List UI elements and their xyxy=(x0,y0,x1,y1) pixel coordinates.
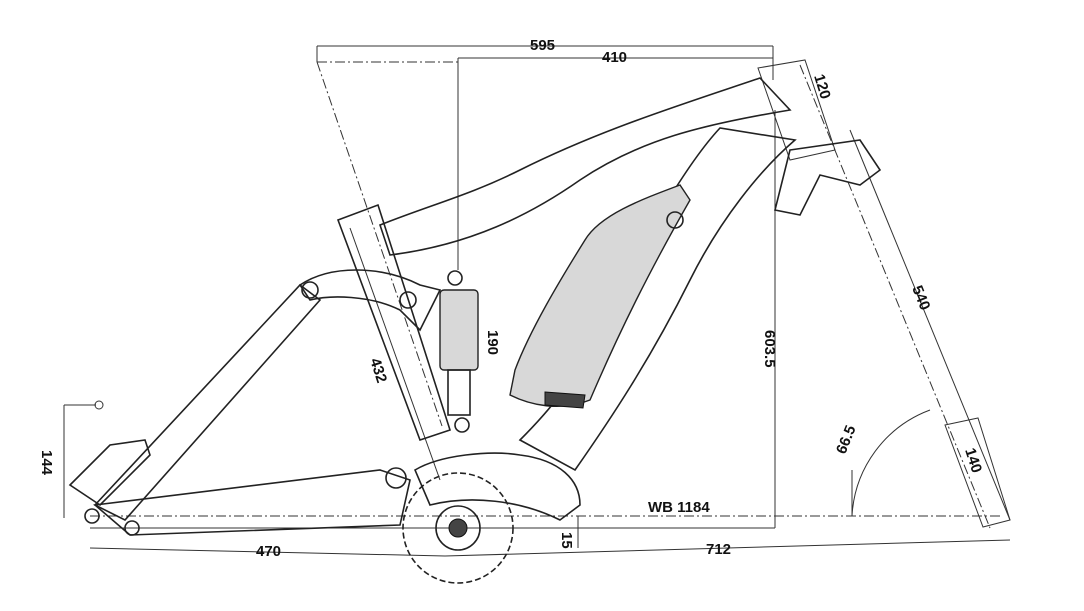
chain-stay xyxy=(93,469,411,536)
label-432: 432 xyxy=(366,356,390,385)
head-tube-box xyxy=(757,59,836,161)
rocker-shock-pivot xyxy=(399,291,417,309)
seat-tube-centerline xyxy=(316,61,443,427)
rear-axle-lower xyxy=(124,520,140,536)
shock-shaft xyxy=(447,369,471,416)
brake-mount xyxy=(68,439,151,507)
chainring xyxy=(402,472,514,584)
label-144: 144 xyxy=(38,450,55,476)
battery-cover xyxy=(509,184,691,408)
crank-spindle xyxy=(435,505,481,551)
upper-battery-pivot xyxy=(666,211,684,229)
label-712: 712 xyxy=(706,541,731,558)
rocker-pivot xyxy=(301,281,319,299)
battery-lock xyxy=(544,391,586,409)
label-540: 540 xyxy=(908,283,933,313)
label-603-5: 603.5 xyxy=(761,330,778,368)
main-pivot xyxy=(385,467,407,489)
fork-offset-box xyxy=(944,417,1011,528)
label-120: 120 xyxy=(810,72,834,101)
label-410: 410 xyxy=(602,49,627,66)
label-wheelbase: WB 1184 xyxy=(648,499,710,516)
label-140: 140 xyxy=(961,446,985,475)
top-tube xyxy=(379,77,792,256)
label-470: 470 xyxy=(256,543,281,560)
steering-axis xyxy=(799,64,991,529)
label-66-5: 66.5 xyxy=(833,423,860,456)
pivot-marker xyxy=(94,400,104,410)
head-gusset xyxy=(774,139,882,216)
label-190: 190 xyxy=(484,330,501,355)
dim-line-fork xyxy=(849,129,1011,521)
dim-line-front-center xyxy=(444,539,1011,557)
seat-tube xyxy=(336,203,452,442)
dim-line-chainstay xyxy=(89,547,446,557)
head-angle-arc xyxy=(851,409,931,517)
crank-bolt xyxy=(448,518,468,538)
seat-stay xyxy=(93,283,322,521)
label-595: 595 xyxy=(530,37,555,54)
rear-axle xyxy=(84,508,100,524)
shock-body xyxy=(439,289,479,371)
shock-upper-mount xyxy=(447,270,463,286)
label-15: 15 xyxy=(558,532,575,549)
shock-lower-mount xyxy=(454,417,470,433)
motor-housing xyxy=(413,452,581,521)
rocker-link xyxy=(298,269,442,332)
